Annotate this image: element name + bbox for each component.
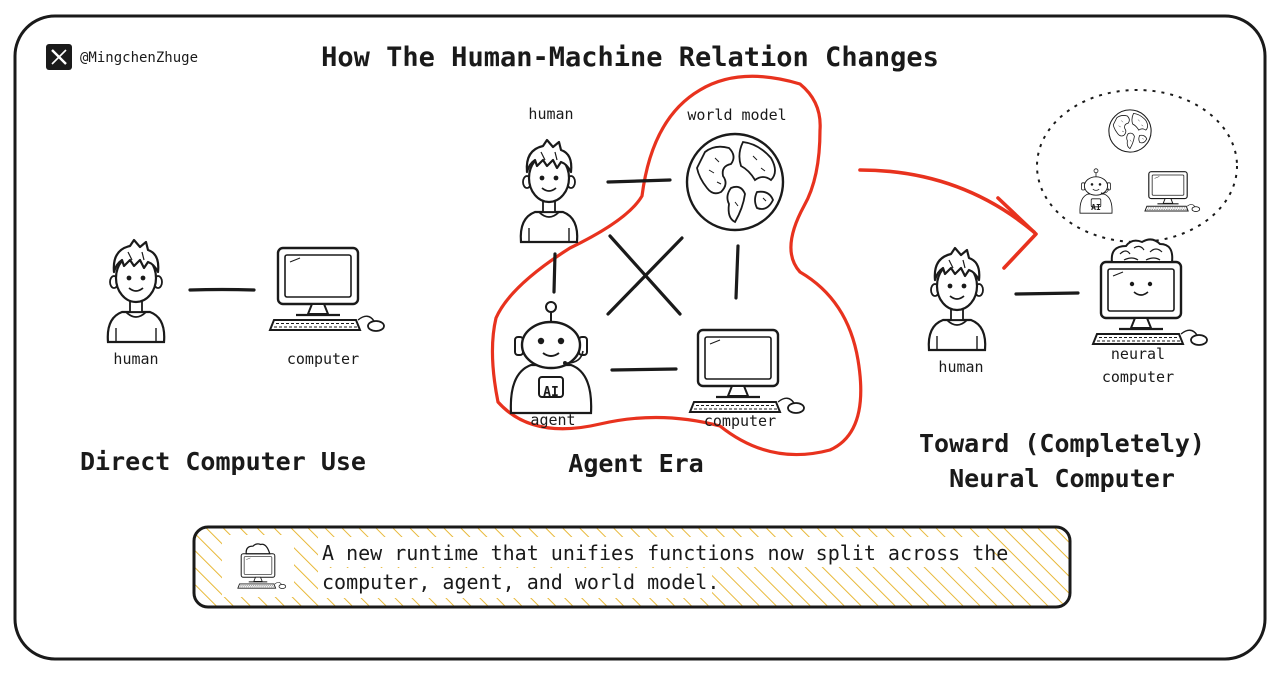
- world-model-label: world model: [687, 106, 786, 124]
- neural-computer-label-line1: neural: [1111, 345, 1165, 363]
- neural-computer-label-line2: computer: [1102, 368, 1174, 386]
- x-logo-icon: [46, 44, 72, 70]
- footer-line-1: A new runtime that unifies functions now…: [322, 541, 1008, 565]
- agent-human-label: human: [528, 105, 573, 123]
- footer-callout: A new runtime that unifies functions now…: [192, 525, 1072, 609]
- agent-ai-badge: AI: [543, 385, 559, 400]
- agent-era-boundary: [490, 74, 863, 457]
- direct-human-label: human: [113, 350, 158, 368]
- agent-computer-label: computer: [704, 412, 776, 430]
- author-handle: @MingchenZhuge: [80, 50, 198, 66]
- page-title: How The Human-Machine Relation Changes: [321, 42, 939, 73]
- agent-era-connectors: [552, 178, 740, 372]
- connector-line: [1014, 291, 1080, 296]
- panel-neural-computer: AI human neural computer Toward (Complet…: [919, 89, 1238, 493]
- neural-computer-icon: [237, 543, 287, 590]
- panel-agent-era: human world model AI agent computer Agen…: [490, 74, 863, 478]
- panel-direct-computer-use: human computer Direct Computer Use: [80, 238, 386, 476]
- direct-computer-label: computer: [287, 350, 359, 368]
- unified-bubble: [1036, 89, 1238, 243]
- globe-icon: [1108, 109, 1152, 153]
- bubble-ai-badge: AI: [1091, 203, 1101, 212]
- neural-panel-title-line2: Neural Computer: [949, 464, 1175, 493]
- globe-icon: [685, 132, 785, 232]
- neural-panel-title-line1: Toward (Completely): [919, 429, 1205, 458]
- direct-panel-title: Direct Computer Use: [80, 447, 366, 476]
- agent-label: agent: [530, 411, 575, 429]
- neural-human-label: human: [938, 358, 983, 376]
- connector-line: [188, 287, 256, 292]
- transition-arrow: [858, 168, 1038, 270]
- agent-era-title: Agent Era: [568, 449, 703, 478]
- neural-computer-icon: [1091, 238, 1209, 347]
- footer-line-2: computer, agent, and world model.: [322, 570, 719, 594]
- outer-frame: [13, 14, 1267, 661]
